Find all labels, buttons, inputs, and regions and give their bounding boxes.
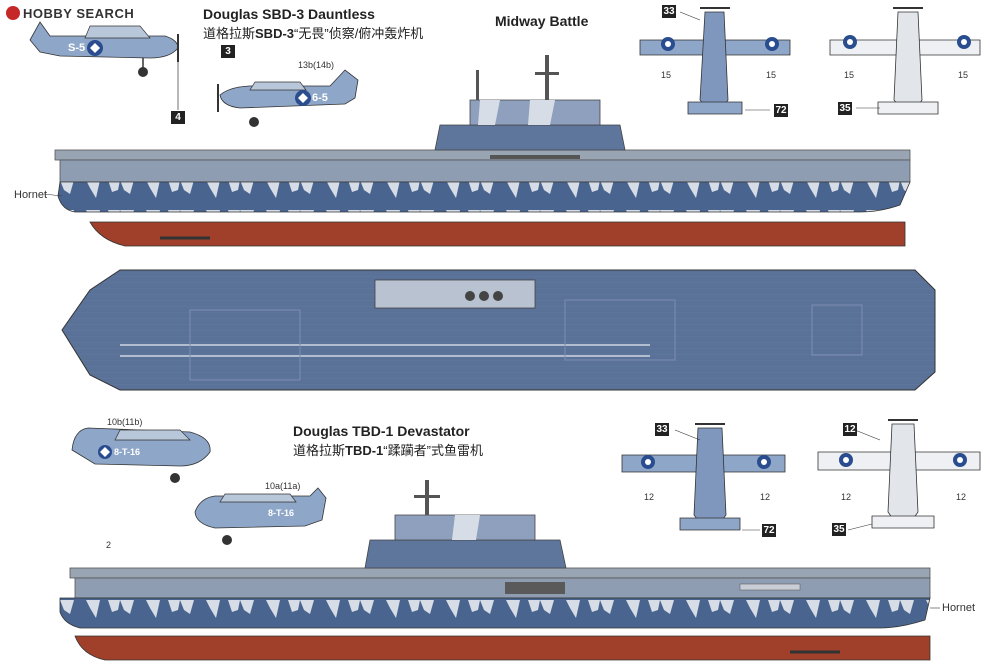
watermark-text: HOBBY SEARCH — [23, 6, 135, 21]
tbd2-code: 8-T-16 — [268, 508, 295, 518]
tbd-subtitle: 道格拉斯TBD-1“蹂躏者”式鱼雷机 — [293, 440, 483, 459]
tbd-top-wing-right: 12 — [760, 492, 771, 502]
tbd-side-view-2 — [194, 487, 327, 545]
sbd-top-view — [639, 7, 791, 115]
tbd-subtitle-prefix: 道格拉斯 — [293, 443, 346, 458]
sbd-top-wing-right: 15 — [766, 70, 777, 80]
watermark-logo: HOBBY SEARCH — [6, 6, 134, 21]
sbd-top-wing-left: 15 — [661, 70, 672, 80]
flight-deck-plan — [61, 269, 936, 391]
box-3: 3 — [221, 45, 235, 58]
box-4: 4 — [171, 111, 185, 124]
tbd-top-wing-left: 12 — [644, 492, 655, 502]
box-12-bottom: 12 — [843, 423, 857, 436]
leader-lines — [43, 11, 940, 609]
box-72-top: 72 — [774, 104, 788, 117]
tbd-subtitle-suffix: “蹂躏者”式鱼雷机 — [383, 443, 483, 458]
top-carrier-keel — [89, 221, 906, 247]
tbd-underside-view — [817, 419, 981, 529]
box-35-bottom: 35 — [832, 523, 846, 536]
top-ship-label: Hornet — [14, 189, 48, 201]
tbd1-ref: 10b(11b) — [107, 417, 143, 427]
sbd-under-wing-right: 15 — [958, 70, 969, 80]
box-35-top: 35 — [838, 102, 852, 115]
tbd-subtitle-bold: TBD-1 — [345, 443, 384, 458]
tbd-title: Douglas TBD-1 Devastator — [293, 423, 470, 439]
sbd2-code: 6-5 — [312, 92, 328, 104]
sbd-subtitle-bold: SBD-3 — [255, 26, 295, 41]
tbd-under-wing-left: 12 — [841, 492, 852, 502]
top-carrier-profile — [54, 55, 911, 213]
sbd-side-view-2 — [217, 69, 359, 127]
bottom-carrier-profile — [59, 480, 931, 629]
tbd1-code: 8-T-16 — [114, 447, 141, 457]
logo-icon — [6, 6, 20, 20]
sbd2-ref: 13b(14b) — [298, 60, 335, 70]
sbd-side-view-1 — [29, 21, 179, 110]
sbd-under-wing-left: 15 — [844, 70, 855, 80]
sbd-title: Douglas SBD-3 Dauntless — [203, 6, 375, 22]
sbd-subtitle-suffix: “无畏”侦察/俯冲轰炸机 — [294, 26, 424, 41]
sbd-subtitle-prefix: 道格拉斯 — [203, 26, 256, 41]
tbd2-ref: 10a(11a) — [265, 481, 301, 491]
tbd-top-view — [621, 423, 786, 531]
tbd-under-wing-right: 12 — [956, 492, 967, 502]
bottom-ship-label: Hornet — [942, 602, 976, 614]
bottom-carrier-keel — [74, 635, 931, 661]
box-72-bottom: 72 — [762, 524, 776, 537]
box-33-top: 33 — [662, 5, 676, 18]
box-33-bottom: 33 — [655, 423, 669, 436]
heading-midway: Midway Battle — [495, 13, 589, 29]
mast-ref-2: 2 — [106, 540, 112, 550]
sbd-underside-view — [829, 7, 981, 115]
tbd-side-view-1 — [71, 427, 211, 483]
sbd1-code: S-5 — [68, 42, 86, 54]
sbd-subtitle: 道格拉斯SBD-3“无畏”侦察/俯冲轰炸机 — [203, 23, 423, 42]
